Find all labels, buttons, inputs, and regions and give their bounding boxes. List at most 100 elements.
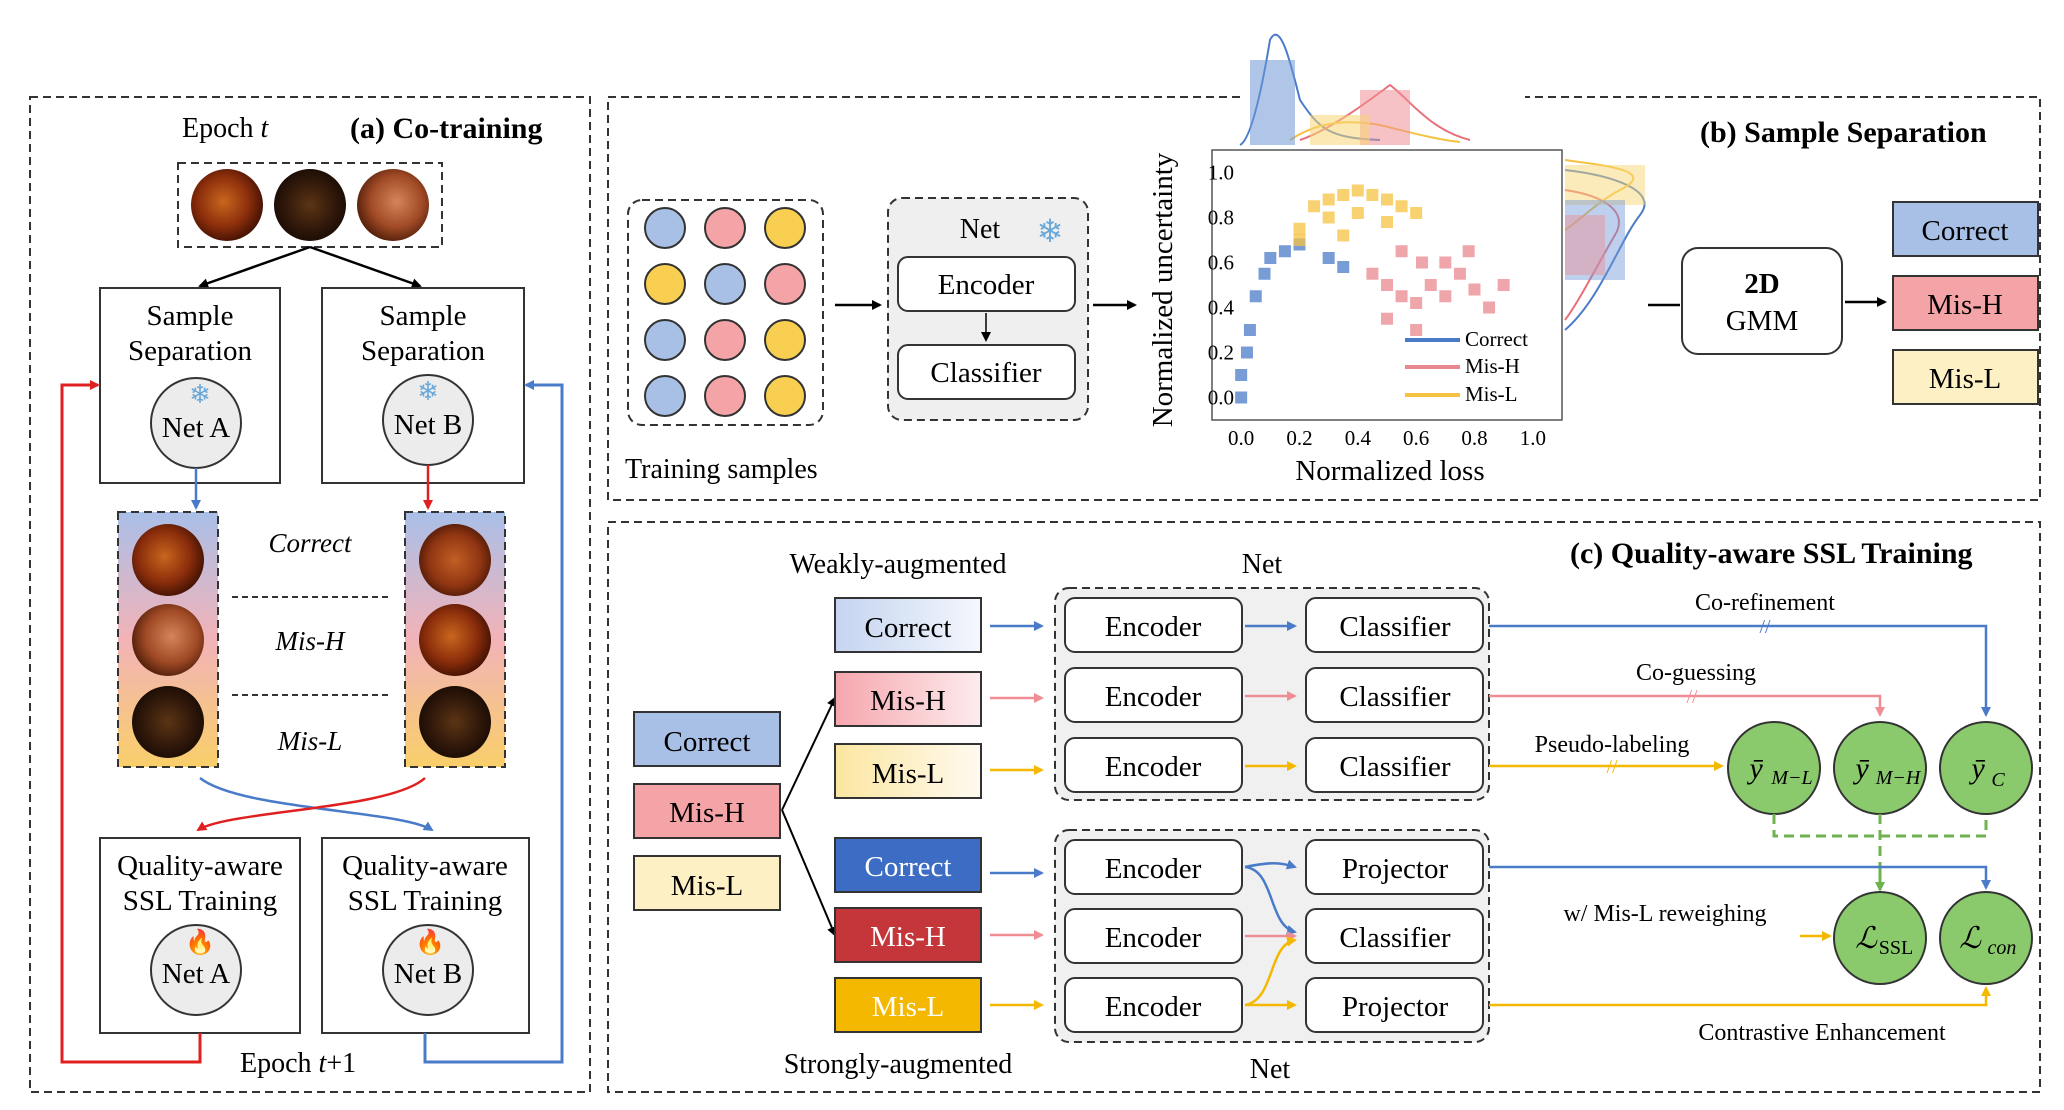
strong-mis-l-label: Mis-L [872, 991, 945, 1023]
classifier-box [1305, 908, 1484, 964]
net-bottom-label: Net [1250, 1054, 1291, 1085]
panel-b-title: (b) Sample Separation [1700, 116, 1987, 149]
loss-con-node [1939, 891, 2033, 985]
x-tick-label: 1.0 [1520, 426, 1546, 450]
sample-separation-a-line1: Sample [147, 300, 234, 332]
scatter-point-mis-h [1366, 267, 1379, 280]
x-tick-label: 0.8 [1461, 426, 1487, 450]
scatter-point-correct [1258, 267, 1271, 280]
training-samples-label: Training samples [625, 454, 818, 485]
encoder-box [1064, 839, 1243, 895]
scatter-point-mis-l [1395, 200, 1408, 213]
classifier-box [897, 344, 1076, 400]
net-a-node [150, 924, 242, 1016]
x-tick-label: 0.0 [1228, 426, 1254, 450]
input-images-box [177, 162, 443, 248]
output-mis-l-label: Mis-L [1929, 363, 2002, 395]
scatter-point-mis-l [1351, 207, 1364, 219]
top-marginal-histogram [1239, 33, 1471, 146]
encoder-label: Encoder [1105, 681, 1202, 713]
fundus-image [132, 604, 204, 676]
classifier-label: Classifier [1339, 922, 1450, 954]
sample-dot-blue [644, 319, 686, 361]
input-mis-h-label: Mis-H [669, 797, 745, 829]
co-refinement-label: Co-refinement [1695, 590, 1835, 616]
scatter-point-mis-l [1351, 184, 1364, 197]
scatter-point-mis-l [1381, 193, 1393, 206]
panel-a-title: (a) Co-training [350, 112, 542, 145]
encoder-box [897, 256, 1076, 312]
pseudo-label-ml-sub: M−L [1770, 767, 1812, 789]
strong-correct-box [834, 837, 982, 893]
classifier-label: Classifier [1339, 611, 1450, 643]
input-correct-label: Correct [664, 726, 751, 758]
scatter-point-mis-h [1439, 256, 1452, 269]
scatter-point-mis-h [1381, 279, 1393, 291]
strong-mis-h-label: Mis-H [870, 921, 946, 953]
scatter-point-mis-l [1293, 234, 1306, 246]
pseudo-label-c-base: ȳ [1968, 752, 1985, 785]
legend-mis-h: Mis-H [1465, 354, 1520, 378]
scatter-point-mis-h [1416, 256, 1428, 269]
scatter-point-correct [1337, 261, 1350, 273]
sample-dot-red [764, 263, 806, 305]
strongly-augmented-label: Strongly-augmented [784, 1049, 1013, 1080]
y-tick-label: 1.0 [1208, 161, 1234, 185]
panel-b-sample-separation: (b) Sample Separation Training samples N… [607, 33, 2041, 501]
scatter-point-mis-l [1381, 216, 1393, 228]
projector-box [1305, 977, 1484, 1033]
co-guessing-label: Co-guessing [1636, 660, 1756, 686]
output-mis-l-box [1892, 349, 2039, 405]
y-tick-label: 0.2 [1208, 341, 1234, 365]
gmm-line2: GMM [1726, 305, 1799, 337]
scatter-point-mis-l [1308, 200, 1321, 213]
pseudo-labeling-label: Pseudo-labeling [1535, 732, 1690, 758]
sample-separation-b-line2: Separation [361, 335, 486, 367]
stop-gradient-icon: // [1759, 616, 1771, 638]
encoder-label: Encoder [1105, 991, 1202, 1023]
encoder-label: Encoder [1105, 922, 1202, 954]
net-b-label: Net B [394, 409, 462, 441]
fundus-image [274, 169, 346, 241]
scatter-point-mis-l [1410, 207, 1423, 219]
pseudo-label-mh-base: ȳ [1852, 752, 1869, 785]
contrastive-label: Contrastive Enhancement [1698, 1020, 1946, 1046]
y-tick-label: 0.0 [1208, 386, 1234, 410]
fundus-image [191, 169, 263, 241]
gmm-line1: 2D [1744, 268, 1779, 300]
input-mis-l-label: Mis-L [671, 870, 744, 902]
divider-label-mis-l: Mis-L [277, 726, 343, 756]
encoder-label: Encoder [938, 269, 1035, 301]
input-mis-l-box [633, 855, 781, 911]
legend-mis-l: Mis-L [1465, 382, 1518, 406]
ssl-a-line1: Quality-aware [117, 850, 283, 882]
encoder-label: Encoder [1105, 853, 1202, 885]
x-tick-label: 0.2 [1286, 426, 1312, 450]
scatter-point-mis-l [1322, 193, 1335, 206]
sample-dot-red [704, 207, 746, 249]
scatter-point-mis-h [1381, 312, 1393, 325]
output-mis-h-box [1892, 275, 2039, 331]
classifier-box [1305, 597, 1484, 653]
fundus-image [357, 169, 429, 241]
chart-legend: Correct Mis-H Mis-L [1405, 327, 1528, 406]
scatter-point-mis-h [1395, 290, 1408, 303]
net-b-label: Net B [394, 958, 462, 990]
x-tick-label: 0.4 [1345, 426, 1372, 450]
weak-correct-label: Correct [865, 612, 952, 644]
scatter-point-correct [1241, 346, 1253, 359]
loss-ssl-sub: SSL [1879, 937, 1913, 959]
sample-dot-yellow [764, 319, 806, 361]
panel-c-ssl-training: (c) Quality-aware SSL Training Weakly-au… [607, 521, 2041, 1093]
scatter-point-correct [1243, 324, 1256, 336]
scatter-point-correct [1278, 245, 1291, 258]
fundus-image [419, 604, 491, 676]
sample-dot-red [704, 319, 746, 361]
output-correct-label: Correct [1922, 215, 2009, 247]
scatter-point-mis-l [1322, 211, 1335, 224]
stop-gradient-icon: // [1686, 686, 1698, 708]
divider-label-correct: Correct [269, 528, 353, 558]
scatter-point-mis-h [1410, 297, 1423, 309]
scatter-point-mis-h [1483, 301, 1496, 314]
output-mis-h-label: Mis-H [1927, 289, 2003, 321]
